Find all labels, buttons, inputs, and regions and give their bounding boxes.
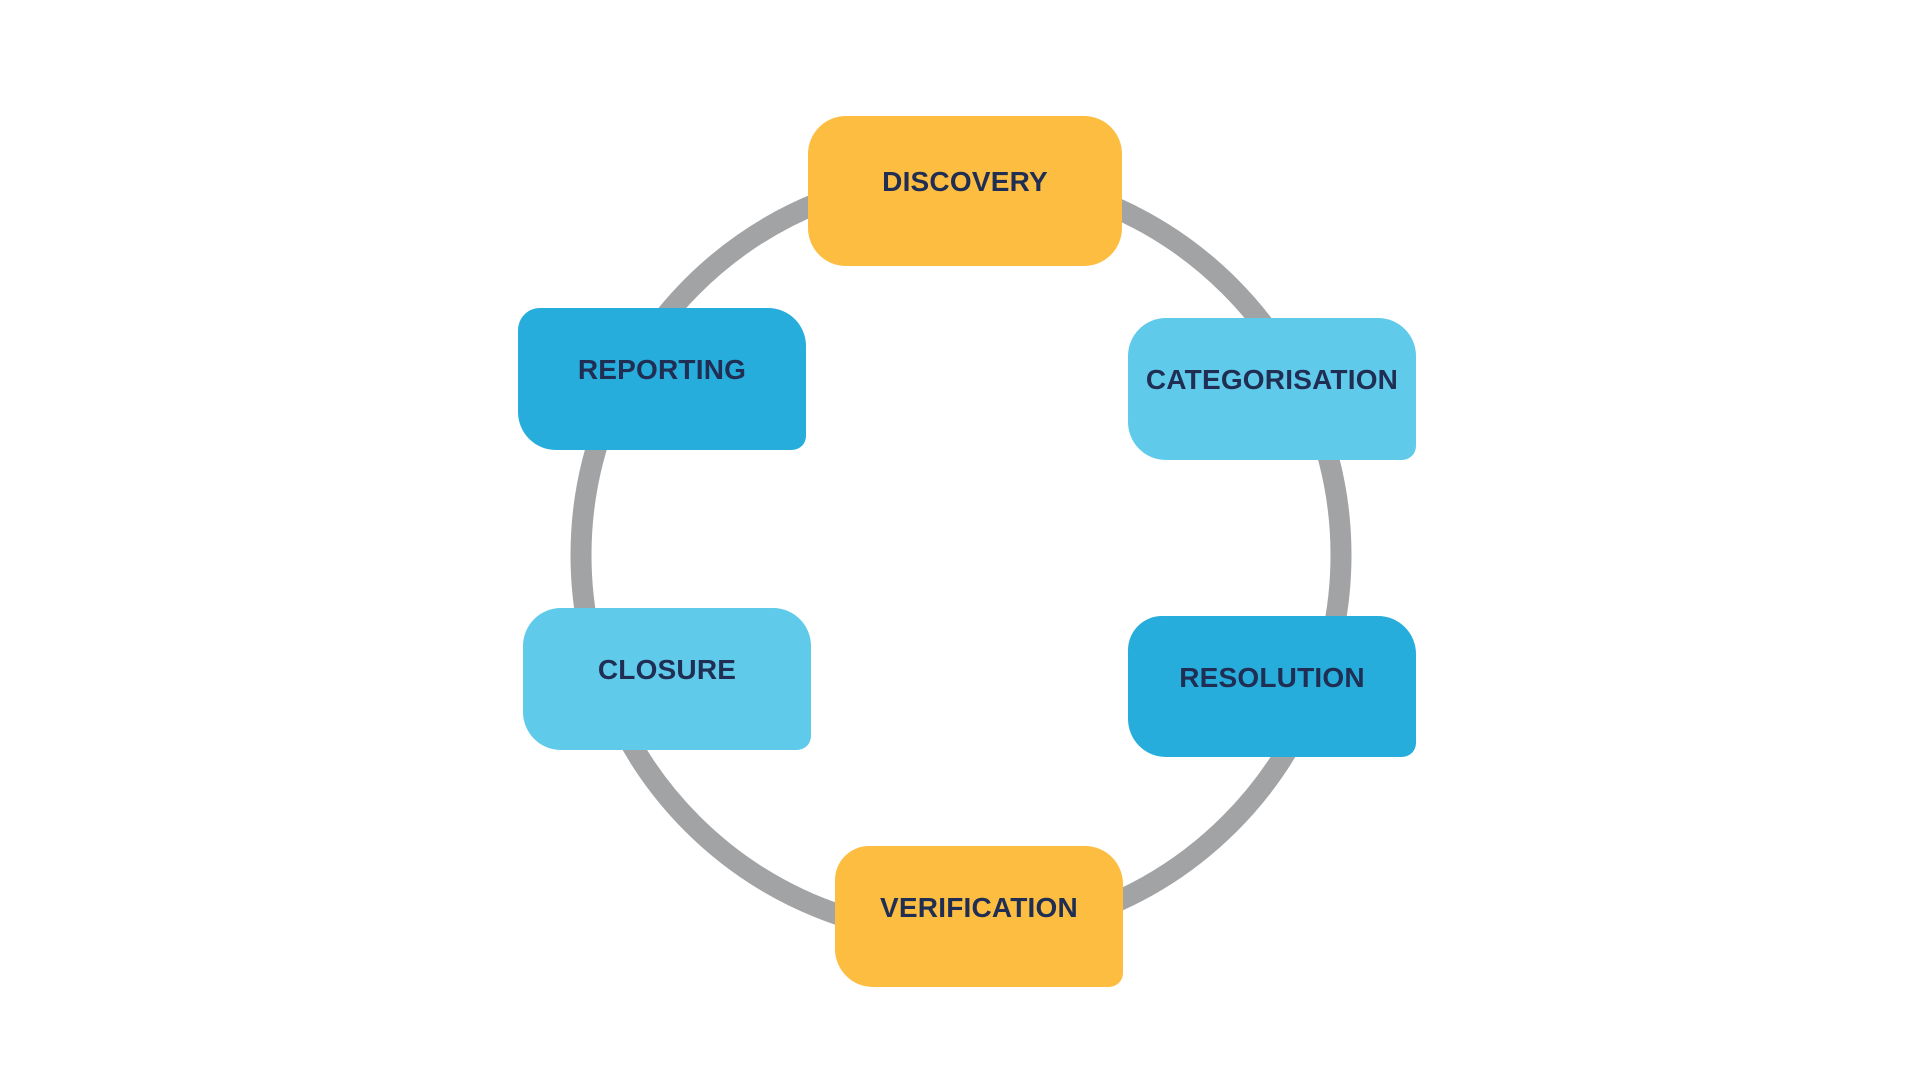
stage-discovery[interactable]: DISCOVERY	[808, 116, 1122, 266]
stage-resolution[interactable]: RESOLUTION	[1128, 616, 1416, 757]
stage-label-verification: VERIFICATION	[880, 891, 1078, 923]
stage-label-categorisation: CATEGORISATION	[1145, 364, 1399, 395]
stage-verification[interactable]: VERIFICATION	[835, 846, 1123, 987]
stage-closure[interactable]: CLOSURE	[523, 608, 811, 750]
stage-label-closure: CLOSURE	[597, 654, 737, 685]
stage-label-discovery: DISCOVERY	[882, 166, 1048, 197]
stage-label-reporting: REPORTING	[577, 354, 747, 385]
stage-reporting[interactable]: REPORTING	[518, 308, 806, 450]
cycle-ring-circle	[570, 164, 1352, 946]
stage-label-resolution: RESOLUTION	[1179, 661, 1365, 693]
stage-categorisation[interactable]: CATEGORISATION	[1128, 318, 1416, 460]
